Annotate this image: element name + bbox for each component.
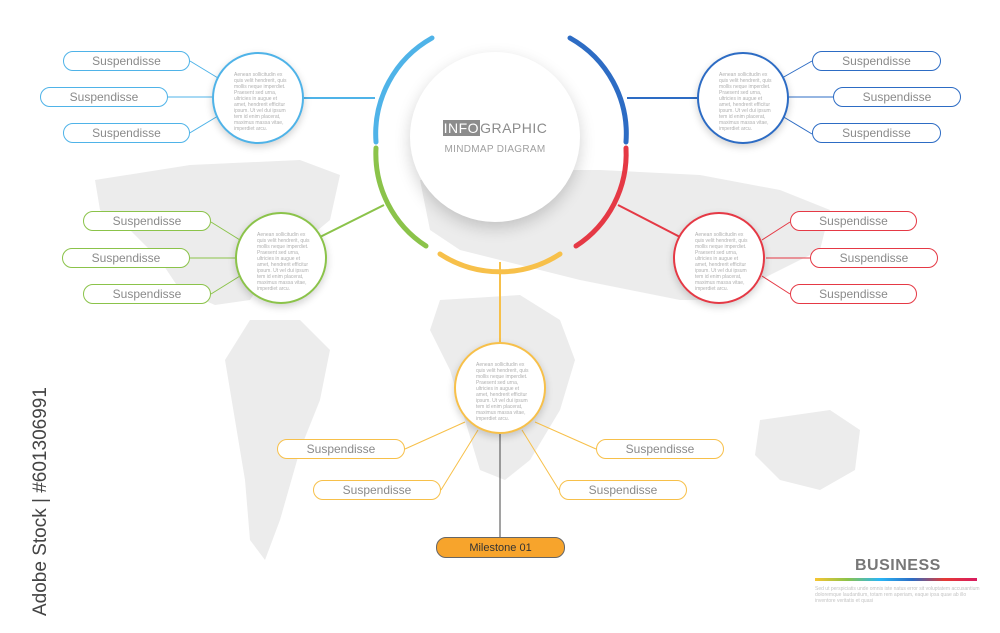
- spoke-green: [319, 204, 385, 238]
- node-yellow-text: Aenean sollicitudin ex quis velit hendre…: [476, 362, 529, 422]
- label-red-2: Suspendisse: [810, 248, 938, 268]
- brand-rainbow-bar: [815, 578, 977, 581]
- label-yellow-1: Suspendisse: [277, 439, 405, 459]
- label-blue-3: Suspendisse: [63, 123, 190, 143]
- node-red-text: Aenean sollicitudin ex quis velit hendre…: [695, 232, 748, 292]
- label-darkblue-3: Suspendisse: [812, 123, 941, 143]
- hub-circle: INFOGRAPHIC MINDMAP DIAGRAM: [410, 52, 580, 222]
- hub-title-highlight: INFO: [442, 120, 481, 136]
- hub-arc-blue: [373, 35, 435, 145]
- label-blue-2: Suspendisse: [40, 87, 168, 107]
- label-green-2: Suspendisse: [62, 248, 190, 268]
- brand-text: Sed ut perspiciatis unde omnis iste natu…: [815, 586, 980, 604]
- hub-arc-red: [573, 145, 629, 249]
- node-blue: Aenean sollicitudin ex quis velit hendre…: [212, 52, 304, 144]
- hub-arc-darkblue: [567, 35, 629, 145]
- hub-title: INFOGRAPHIC: [410, 120, 580, 136]
- label-darkblue-2: Suspendisse: [833, 87, 961, 107]
- node-darkblue-text: Aenean sollicitudin ex quis velit hendre…: [719, 72, 772, 132]
- brand-title: BUSINESS: [855, 557, 941, 574]
- label-blue-1: Suspendisse: [63, 51, 190, 71]
- label-green-3: Suspendisse: [83, 284, 211, 304]
- node-red: Aenean sollicitudin ex quis velit hendre…: [673, 212, 765, 304]
- world-map: [95, 160, 860, 560]
- label-yellow-2: Suspendisse: [313, 480, 441, 500]
- hub-title-rest: GRAPHIC: [480, 120, 548, 136]
- label-darkblue-1: Suspendisse: [812, 51, 941, 71]
- label-green-1: Suspendisse: [83, 211, 211, 231]
- spoke-red: [617, 204, 681, 238]
- node-blue-text: Aenean sollicitudin ex quis velit hendre…: [234, 72, 287, 132]
- label-yellow-3: Suspendisse: [596, 439, 724, 459]
- label-red-3: Suspendisse: [790, 284, 917, 304]
- node-green-text: Aenean sollicitudin ex quis velit hendre…: [257, 232, 310, 292]
- node-yellow: Aenean sollicitudin ex quis velit hendre…: [454, 342, 546, 434]
- node-green: Aenean sollicitudin ex quis velit hendre…: [235, 212, 327, 304]
- hub-arc-green: [373, 145, 429, 249]
- hub-subtitle: MINDMAP DIAGRAM: [444, 144, 546, 155]
- label-yellow-4: Suspendisse: [559, 480, 687, 500]
- label-red-1: Suspendisse: [790, 211, 917, 231]
- stock-credit-text: Adobe Stock | #601306991: [30, 387, 51, 616]
- milestone-badge: Milestone 01: [436, 537, 565, 558]
- stock-credit: Adobe Stock | #601306991: [8, 387, 51, 628]
- node-darkblue: Aenean sollicitudin ex quis velit hendre…: [697, 52, 789, 144]
